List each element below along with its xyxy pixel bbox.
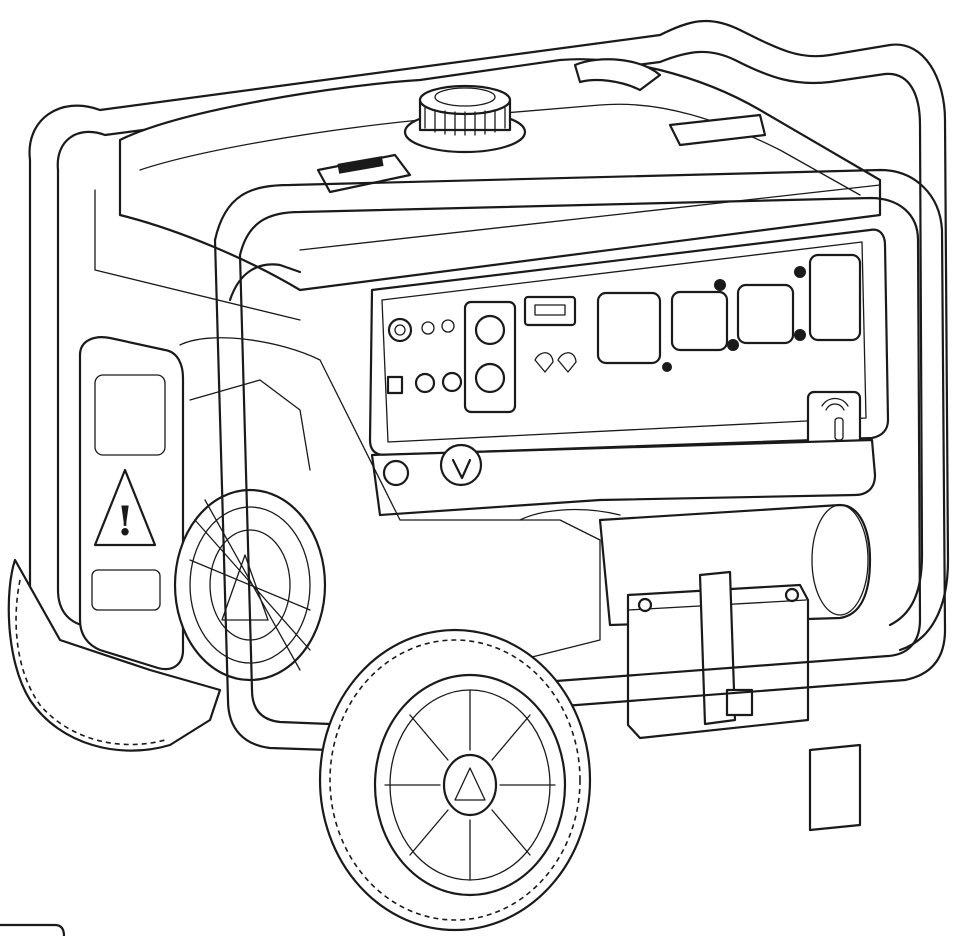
- indicator-light-2: [441, 319, 455, 333]
- rear-wheel: [7, 558, 222, 752]
- air-filter-cover: !: [78, 336, 185, 671]
- fuel-cap: [403, 84, 527, 154]
- wheel-spokes: [384, 689, 556, 881]
- dc-socket-top: [474, 314, 506, 346]
- battery: [626, 570, 810, 740]
- engine-body: [179, 337, 621, 661]
- outlet-1: [596, 291, 662, 365]
- support-leg: [808, 743, 862, 832]
- info-icon: [454, 767, 486, 801]
- control-panel: [368, 228, 890, 457]
- front-frame: [213, 168, 947, 752]
- digital-meter: [523, 295, 577, 327]
- fuel-tank: [94, 58, 882, 321]
- dc-socket-bottom: [474, 362, 506, 394]
- dc-terminal-1: [534, 352, 554, 373]
- fuel-valve-knob: [439, 443, 483, 487]
- outlet-2: [670, 290, 729, 352]
- warning-triangle-icon: [93, 468, 157, 547]
- dc-terminal-2: [557, 352, 577, 373]
- battery-strap: [698, 570, 737, 726]
- svg-text:!: !: [116, 498, 134, 545]
- reset-button-2: [441, 371, 463, 393]
- outlet-3: [736, 283, 795, 345]
- power-button: [387, 317, 413, 343]
- label-box-fragment: [0, 923, 66, 936]
- lifting-handle-rear: [573, 58, 662, 92]
- breaker-switch: [386, 375, 404, 395]
- wireless-signal-icon: [821, 397, 849, 411]
- lifting-handle-front: [668, 113, 767, 147]
- front-wheel: [318, 628, 592, 932]
- speaker-grille: [382, 459, 410, 487]
- indicator-light-1: [421, 321, 435, 335]
- wheel-hub: [442, 753, 498, 817]
- outlet-4: [808, 253, 862, 342]
- reset-button-1: [414, 372, 436, 394]
- lower-panel: [370, 438, 877, 517]
